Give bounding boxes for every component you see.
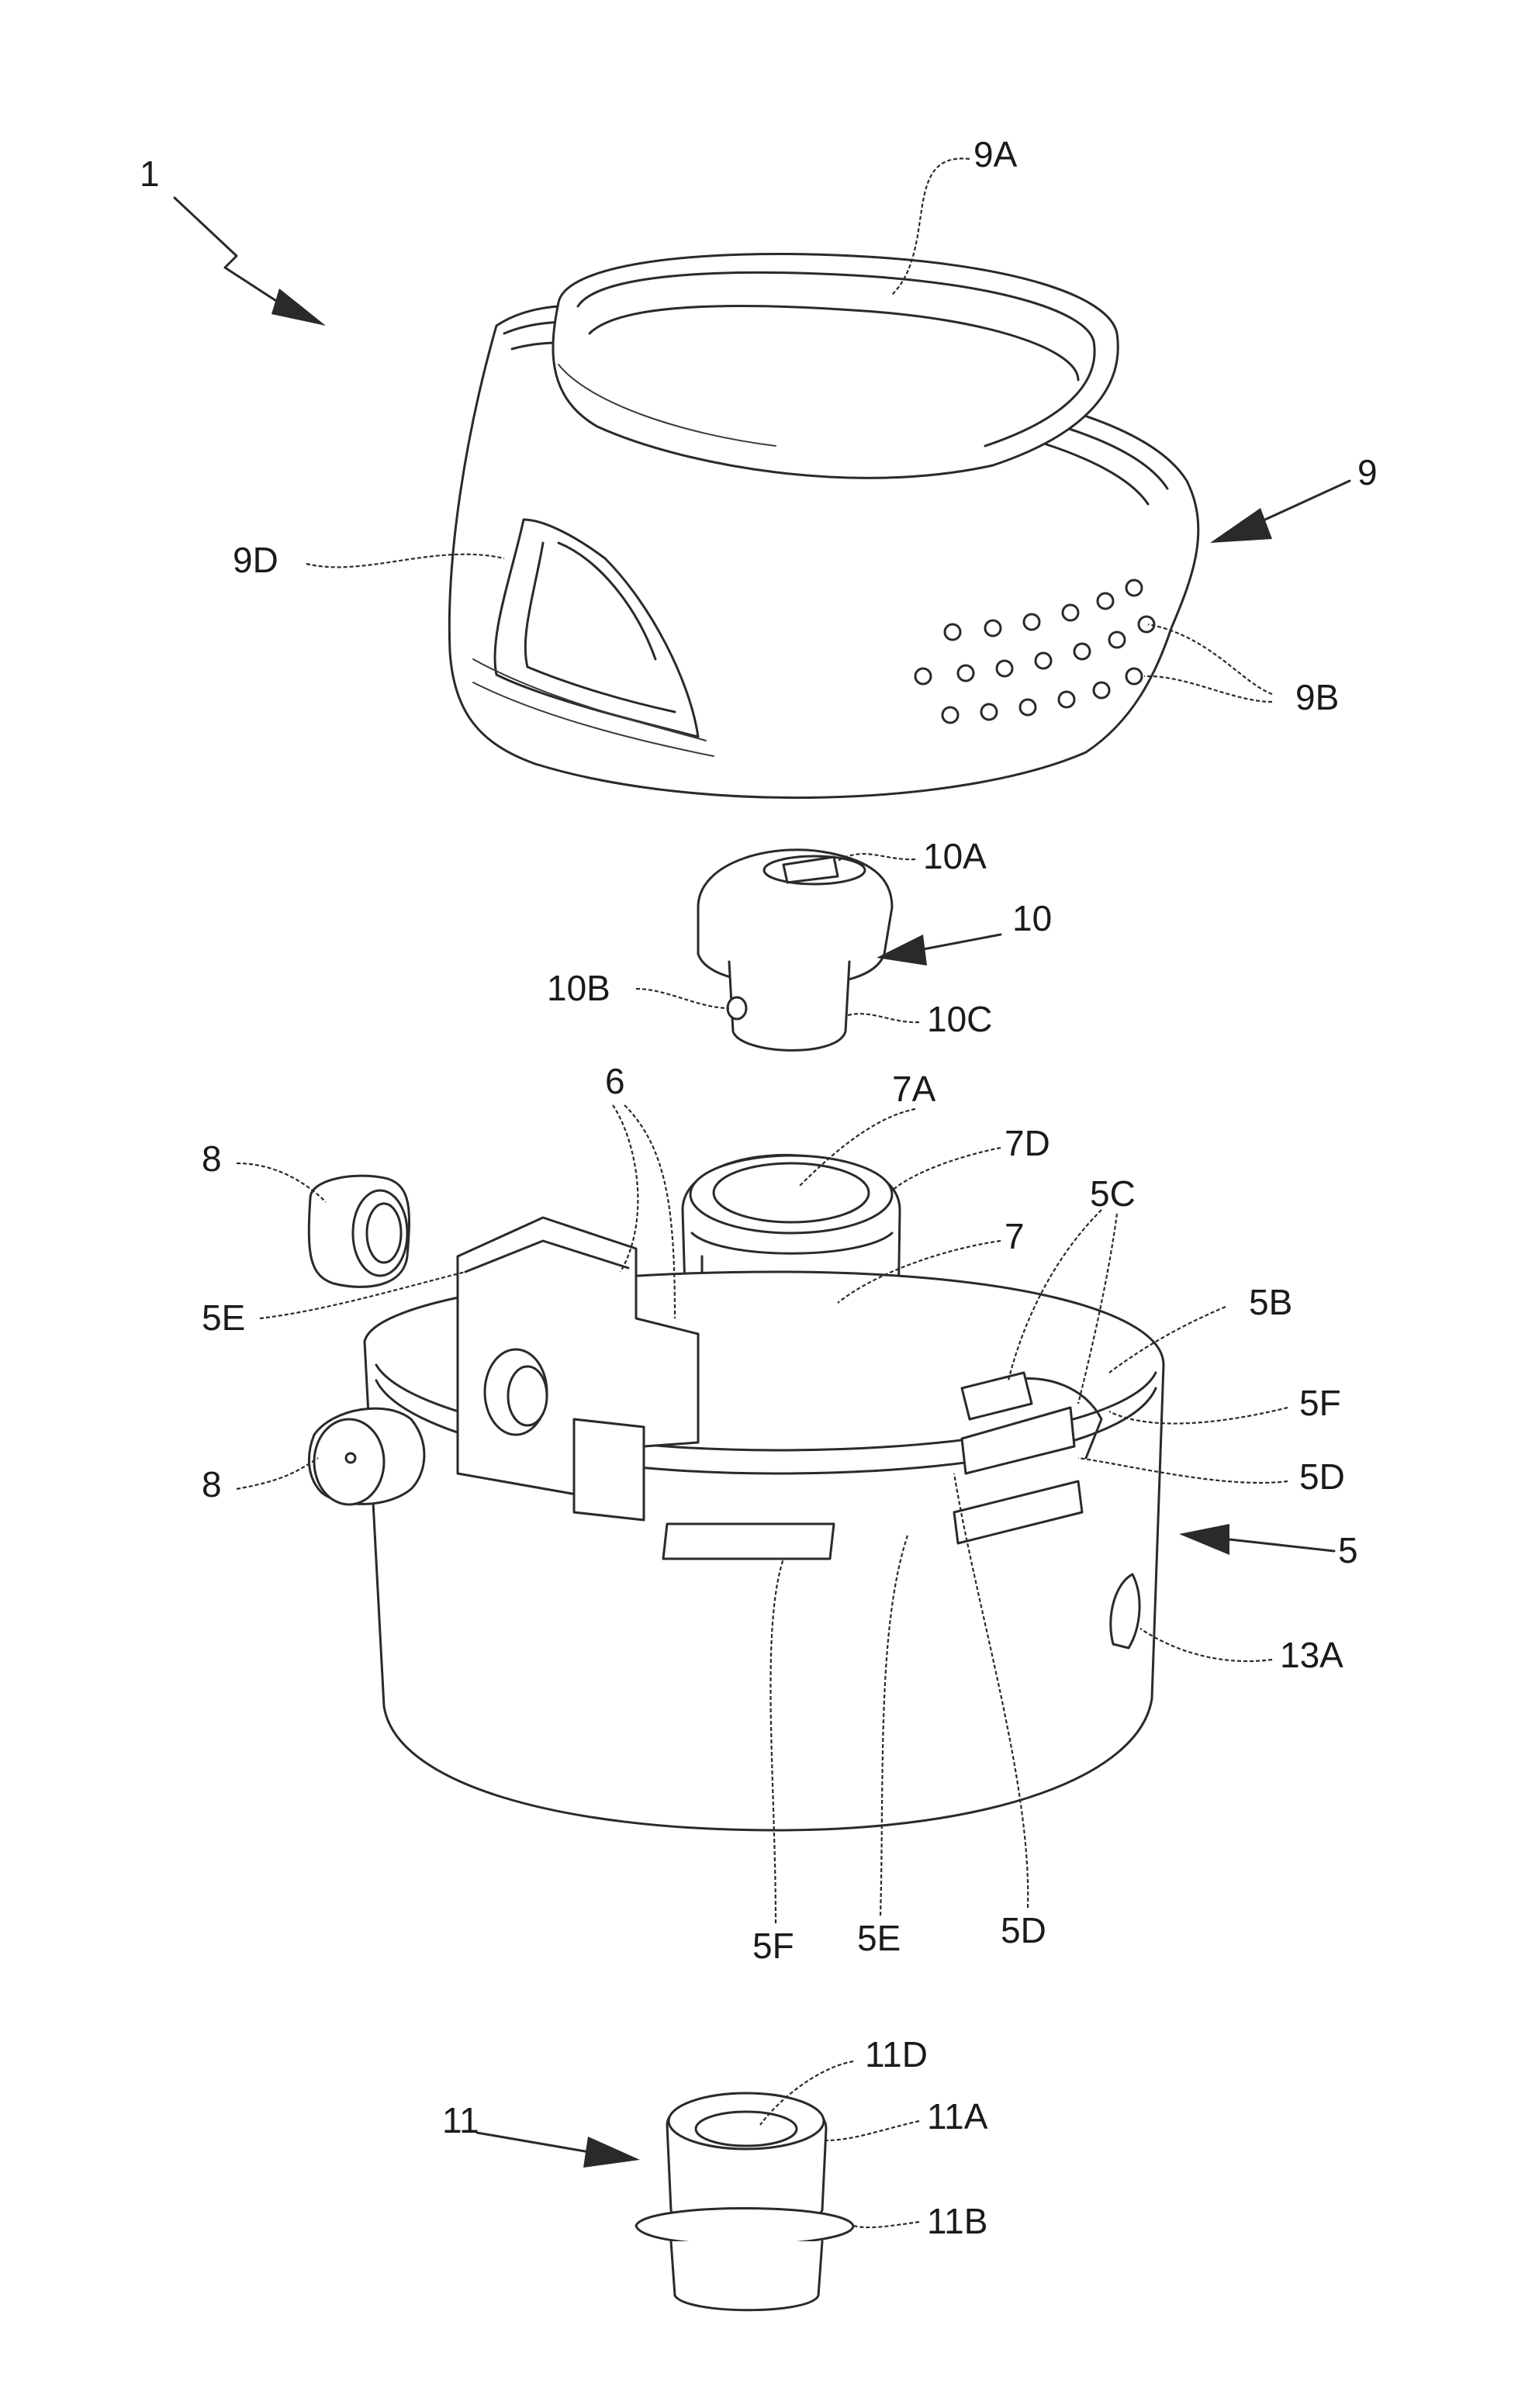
label-5C: 5C [1090, 1173, 1136, 1214]
valve-cup-11 [636, 2093, 853, 2310]
label-5E-left: 5E [202, 1297, 245, 1338]
label-11B: 11B [927, 2201, 987, 2241]
label-5B: 5B [1249, 1282, 1292, 1322]
label-9D: 9D [233, 540, 278, 580]
label-8-bottom: 8 [202, 1464, 222, 1505]
label-11D: 11D [865, 2034, 928, 2075]
label-5F-bottom: 5F [752, 1926, 794, 1966]
label-10C: 10C [927, 999, 992, 1039]
label-5: 5 [1338, 1530, 1358, 1570]
label-5E-bottom: 5E [857, 1918, 901, 1958]
label-1: 1 [140, 154, 160, 194]
label-7D: 7D [1005, 1123, 1050, 1163]
label-9A: 9A [973, 134, 1018, 174]
label-7A: 7A [892, 1069, 936, 1109]
label-5F-right: 5F [1299, 1383, 1341, 1423]
label-5D-bottom: 5D [1001, 1910, 1046, 1950]
label-7: 7 [1005, 1216, 1025, 1256]
label-10A: 10A [923, 836, 987, 876]
label-11A: 11A [927, 2096, 988, 2137]
label-9B: 9B [1295, 677, 1339, 717]
plug-8-top [309, 1176, 409, 1287]
label-10: 10 [1012, 898, 1052, 938]
plug-8-bottom [309, 1408, 424, 1505]
label-8-top: 8 [202, 1138, 222, 1179]
label-13A: 13A [1280, 1635, 1343, 1675]
nozzle-insert-10 [698, 850, 892, 1051]
label-5D-right: 5D [1299, 1456, 1345, 1497]
label-11: 11 [442, 2100, 479, 2140]
label-10B: 10B [547, 968, 610, 1008]
assembly-arrow-1 [175, 198, 326, 326]
label-6: 6 [605, 1061, 625, 1101]
label-9: 9 [1357, 452, 1378, 492]
